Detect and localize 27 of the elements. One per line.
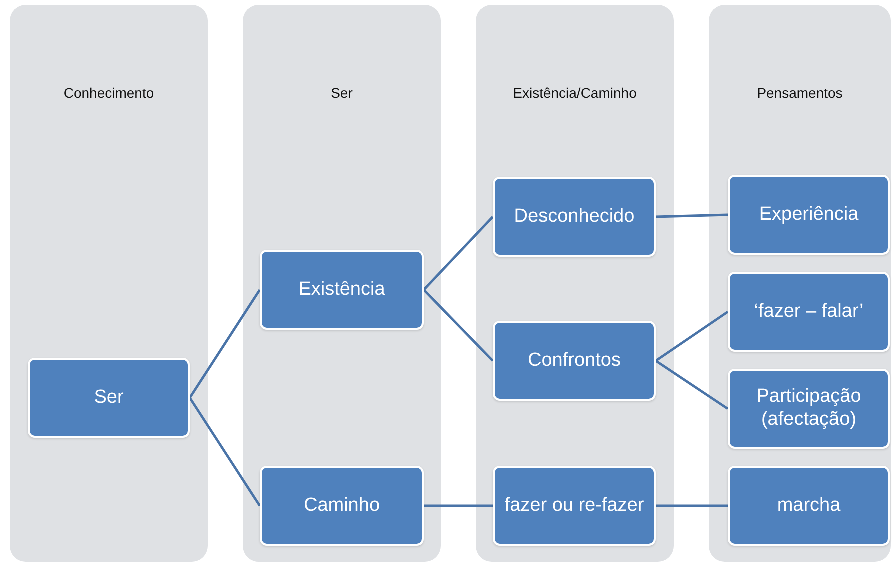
column-heading: Ser [330,85,354,101]
column-panel [709,5,891,562]
connector-line [655,310,729,362]
connector-line [656,504,728,508]
connector-line [423,216,494,291]
concept-box: Confrontos [493,321,656,401]
connector-line [188,397,262,507]
connector-line [423,289,494,362]
concept-box: Ser [28,358,190,438]
column-heading: Existência/Caminho [512,85,638,101]
column-panel [243,5,441,562]
concept-box: ‘fazer – falar’ [728,272,890,352]
concept-box: fazer ou re-fazer [493,466,656,546]
concept-box: Experiência [728,175,890,255]
concept-box: Participação (afectação) [728,369,890,449]
connector-line [188,289,262,399]
connector-line [656,214,728,218]
concept-box: Caminho [260,466,424,546]
column-panel [476,5,674,562]
connector-line [655,360,729,410]
concept-box: marcha [728,466,890,546]
concept-box: Desconhecido [493,177,656,257]
column-panel [10,5,208,562]
concept-box: Existência [260,250,424,330]
connector-line [424,504,493,508]
column-heading: Pensamentos [756,85,844,101]
column-heading: Conhecimento [62,85,156,101]
